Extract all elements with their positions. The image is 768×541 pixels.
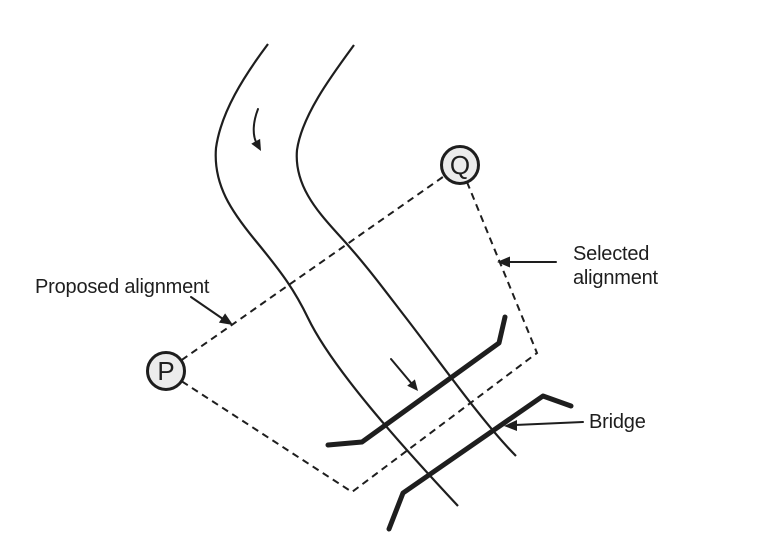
river-bank-right	[295, 44, 517, 457]
leader-line	[514, 421, 584, 426]
selected-alignment-label-line1: Selected	[573, 243, 650, 265]
leader-line	[190, 296, 224, 320]
flow-arrow-curve	[252, 108, 259, 145]
node-q-circle	[440, 145, 480, 185]
node-q: Q	[440, 145, 480, 185]
river-flow-arrow-upper	[251, 108, 261, 151]
node-p-label: P	[157, 356, 174, 386]
selected-alignment-line	[181, 182, 539, 494]
bridge-arrow	[504, 420, 584, 431]
leader-arrowhead-icon	[504, 420, 517, 431]
river-bank-left	[214, 43, 459, 507]
leader-arrowhead-icon	[497, 256, 510, 268]
flow-arrowhead-icon	[407, 379, 418, 391]
proposed-alignment-line	[181, 175, 445, 361]
flow-arrowhead-icon	[251, 138, 261, 151]
bridge	[325, 314, 574, 532]
flow-arrow-line	[390, 358, 413, 385]
node-p: P	[146, 351, 186, 391]
bridge-label: Bridge	[589, 411, 646, 433]
selected-alignment-arrow	[497, 256, 557, 268]
selected-alignment-label-line2: alignment	[573, 267, 658, 289]
node-q-label: Q	[450, 150, 470, 180]
selected-alignment-label: Selected alignment	[573, 242, 658, 290]
leader-arrowhead-icon	[218, 313, 233, 325]
river	[214, 43, 517, 507]
bridge-lower-edge	[386, 393, 574, 532]
node-p-circle	[146, 351, 186, 391]
proposed-alignment-label: Proposed alignment	[35, 276, 210, 298]
proposed-alignment-arrow	[190, 296, 233, 325]
river-flow-arrow-lower	[390, 358, 418, 391]
bridge-upper-edge	[325, 314, 508, 448]
